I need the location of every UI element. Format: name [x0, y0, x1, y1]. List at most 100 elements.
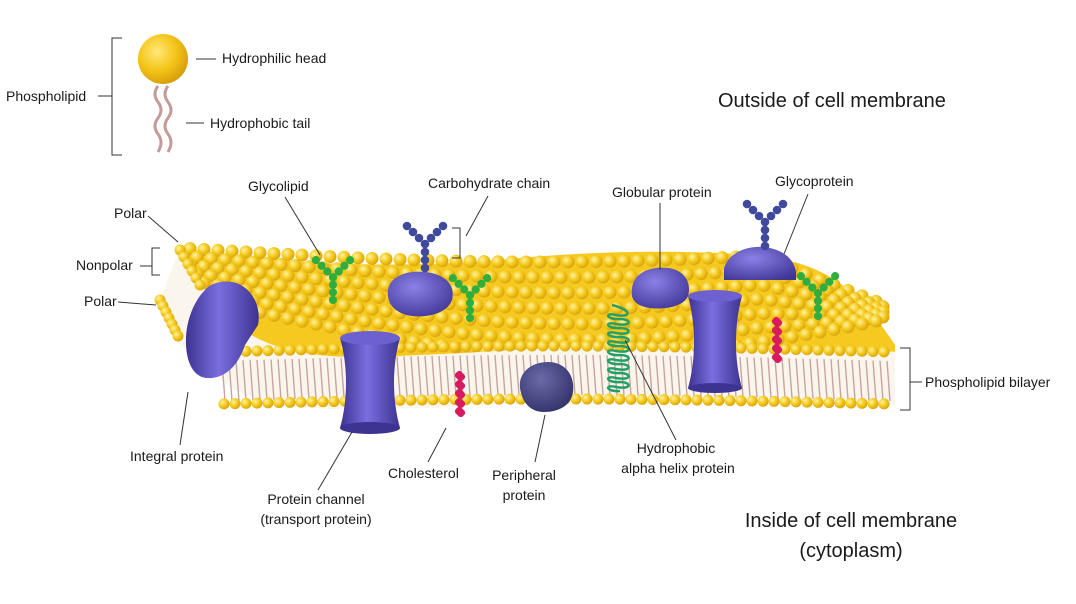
membrane-head: [267, 288, 281, 302]
membrane-head: [792, 297, 806, 311]
membrane-head: [246, 255, 260, 269]
tail-line: [487, 355, 492, 396]
membrane-head: [701, 251, 715, 265]
membrane-head: [351, 300, 365, 314]
peripheral-protein: [519, 362, 574, 412]
tail-line: [767, 357, 772, 398]
membrane-head: [344, 312, 358, 326]
membrane-head: [491, 285, 505, 299]
membrane-head: [743, 307, 757, 321]
sugar-bead: [760, 233, 770, 243]
integral-protein: [185, 281, 259, 379]
tail-line: [844, 359, 849, 400]
middle-head: [526, 340, 538, 352]
membrane-head: [799, 287, 813, 301]
middle-head: [790, 343, 802, 355]
membrane-head: [316, 284, 330, 298]
membrane-head: [666, 329, 680, 343]
tail-line: [837, 359, 842, 400]
sugar-bead: [460, 285, 469, 294]
membrane-head: [260, 277, 274, 291]
middle-head: [559, 340, 571, 352]
membrane-head: [624, 300, 638, 314]
label-carbohydrate-chain: Carbohydrate chain: [428, 175, 550, 191]
bottom-head: [702, 394, 714, 406]
membrane-head: [344, 287, 358, 301]
membrane-head: [526, 301, 540, 315]
membrane-head: [470, 328, 484, 342]
membrane-head: [442, 325, 456, 339]
membrane-head: [358, 289, 372, 303]
bottom-head: [801, 396, 813, 408]
tail-line: [277, 359, 282, 400]
cholesterol-bead: [771, 316, 783, 328]
tail-line: [788, 358, 793, 399]
membrane-head: [652, 330, 666, 344]
bottom-head: [867, 398, 879, 410]
label-peripheral-protein-2: protein: [503, 487, 546, 503]
membrane-head: [505, 285, 519, 299]
middle-head: [273, 344, 285, 356]
bottom-head: [856, 397, 868, 409]
membrane-head: [687, 252, 701, 266]
membrane-head: [673, 252, 687, 266]
sugar-bead: [742, 199, 752, 209]
tail-line: [312, 358, 317, 399]
middle-head: [548, 340, 560, 352]
membrane-head: [379, 252, 393, 266]
middle-head: [592, 340, 604, 352]
tail-line: [676, 355, 681, 397]
membrane-head: [757, 278, 771, 292]
tail-line: [760, 357, 765, 398]
sugar-bead: [813, 296, 823, 305]
middle-head: [757, 343, 769, 355]
middle-head: [295, 344, 307, 356]
sugar-bead: [772, 205, 782, 215]
membrane-head: [365, 302, 379, 316]
membrane-head: [295, 314, 309, 328]
tail-line: [886, 360, 891, 401]
bottom-head: [834, 397, 846, 409]
tail-line: [578, 354, 583, 396]
membrane-head: [435, 254, 449, 268]
tail-line: [417, 356, 422, 397]
inside-label-1: Inside of cell membrane: [745, 510, 957, 532]
sugar-bead: [802, 277, 811, 286]
carbohydrate-chains: [402, 199, 788, 273]
label-cholesterol: Cholesterol: [388, 465, 459, 481]
bottom-head: [394, 394, 406, 406]
middle-head: [251, 345, 263, 357]
membrane-head: [449, 311, 463, 325]
sugar-bead: [328, 288, 338, 297]
membrane-head: [281, 311, 295, 325]
membrane-head: [729, 279, 743, 293]
cholesterol-bead: [771, 343, 783, 355]
label-nonpolar: Nonpolar: [76, 257, 133, 273]
sugar-bead: [465, 298, 475, 307]
sugar-bead: [465, 291, 475, 300]
sugar-bead: [454, 279, 463, 288]
bottom-head: [592, 393, 604, 405]
membrane-head: [589, 255, 603, 269]
middle-head: [581, 340, 593, 352]
tail-line: [592, 355, 597, 396]
tail-line: [571, 354, 576, 396]
membrane-head: [323, 250, 337, 264]
membrane-head: [358, 314, 372, 328]
membrane-head: [631, 316, 645, 330]
sugar-bead: [328, 273, 338, 282]
membrane-head: [799, 328, 813, 342]
membrane-head: [512, 300, 526, 314]
bottom-head: [691, 394, 703, 406]
membrane-head: [288, 259, 302, 273]
membrane-head: [386, 318, 400, 332]
membrane-head: [435, 310, 449, 324]
membrane-head: [449, 254, 463, 268]
tail-line: [256, 359, 261, 401]
tail-line: [865, 360, 870, 401]
middle-head: [735, 342, 747, 354]
membrane-head: [750, 292, 764, 306]
tail-line: [669, 355, 674, 396]
membrane-head: [582, 270, 596, 284]
membrane-head: [267, 247, 281, 261]
